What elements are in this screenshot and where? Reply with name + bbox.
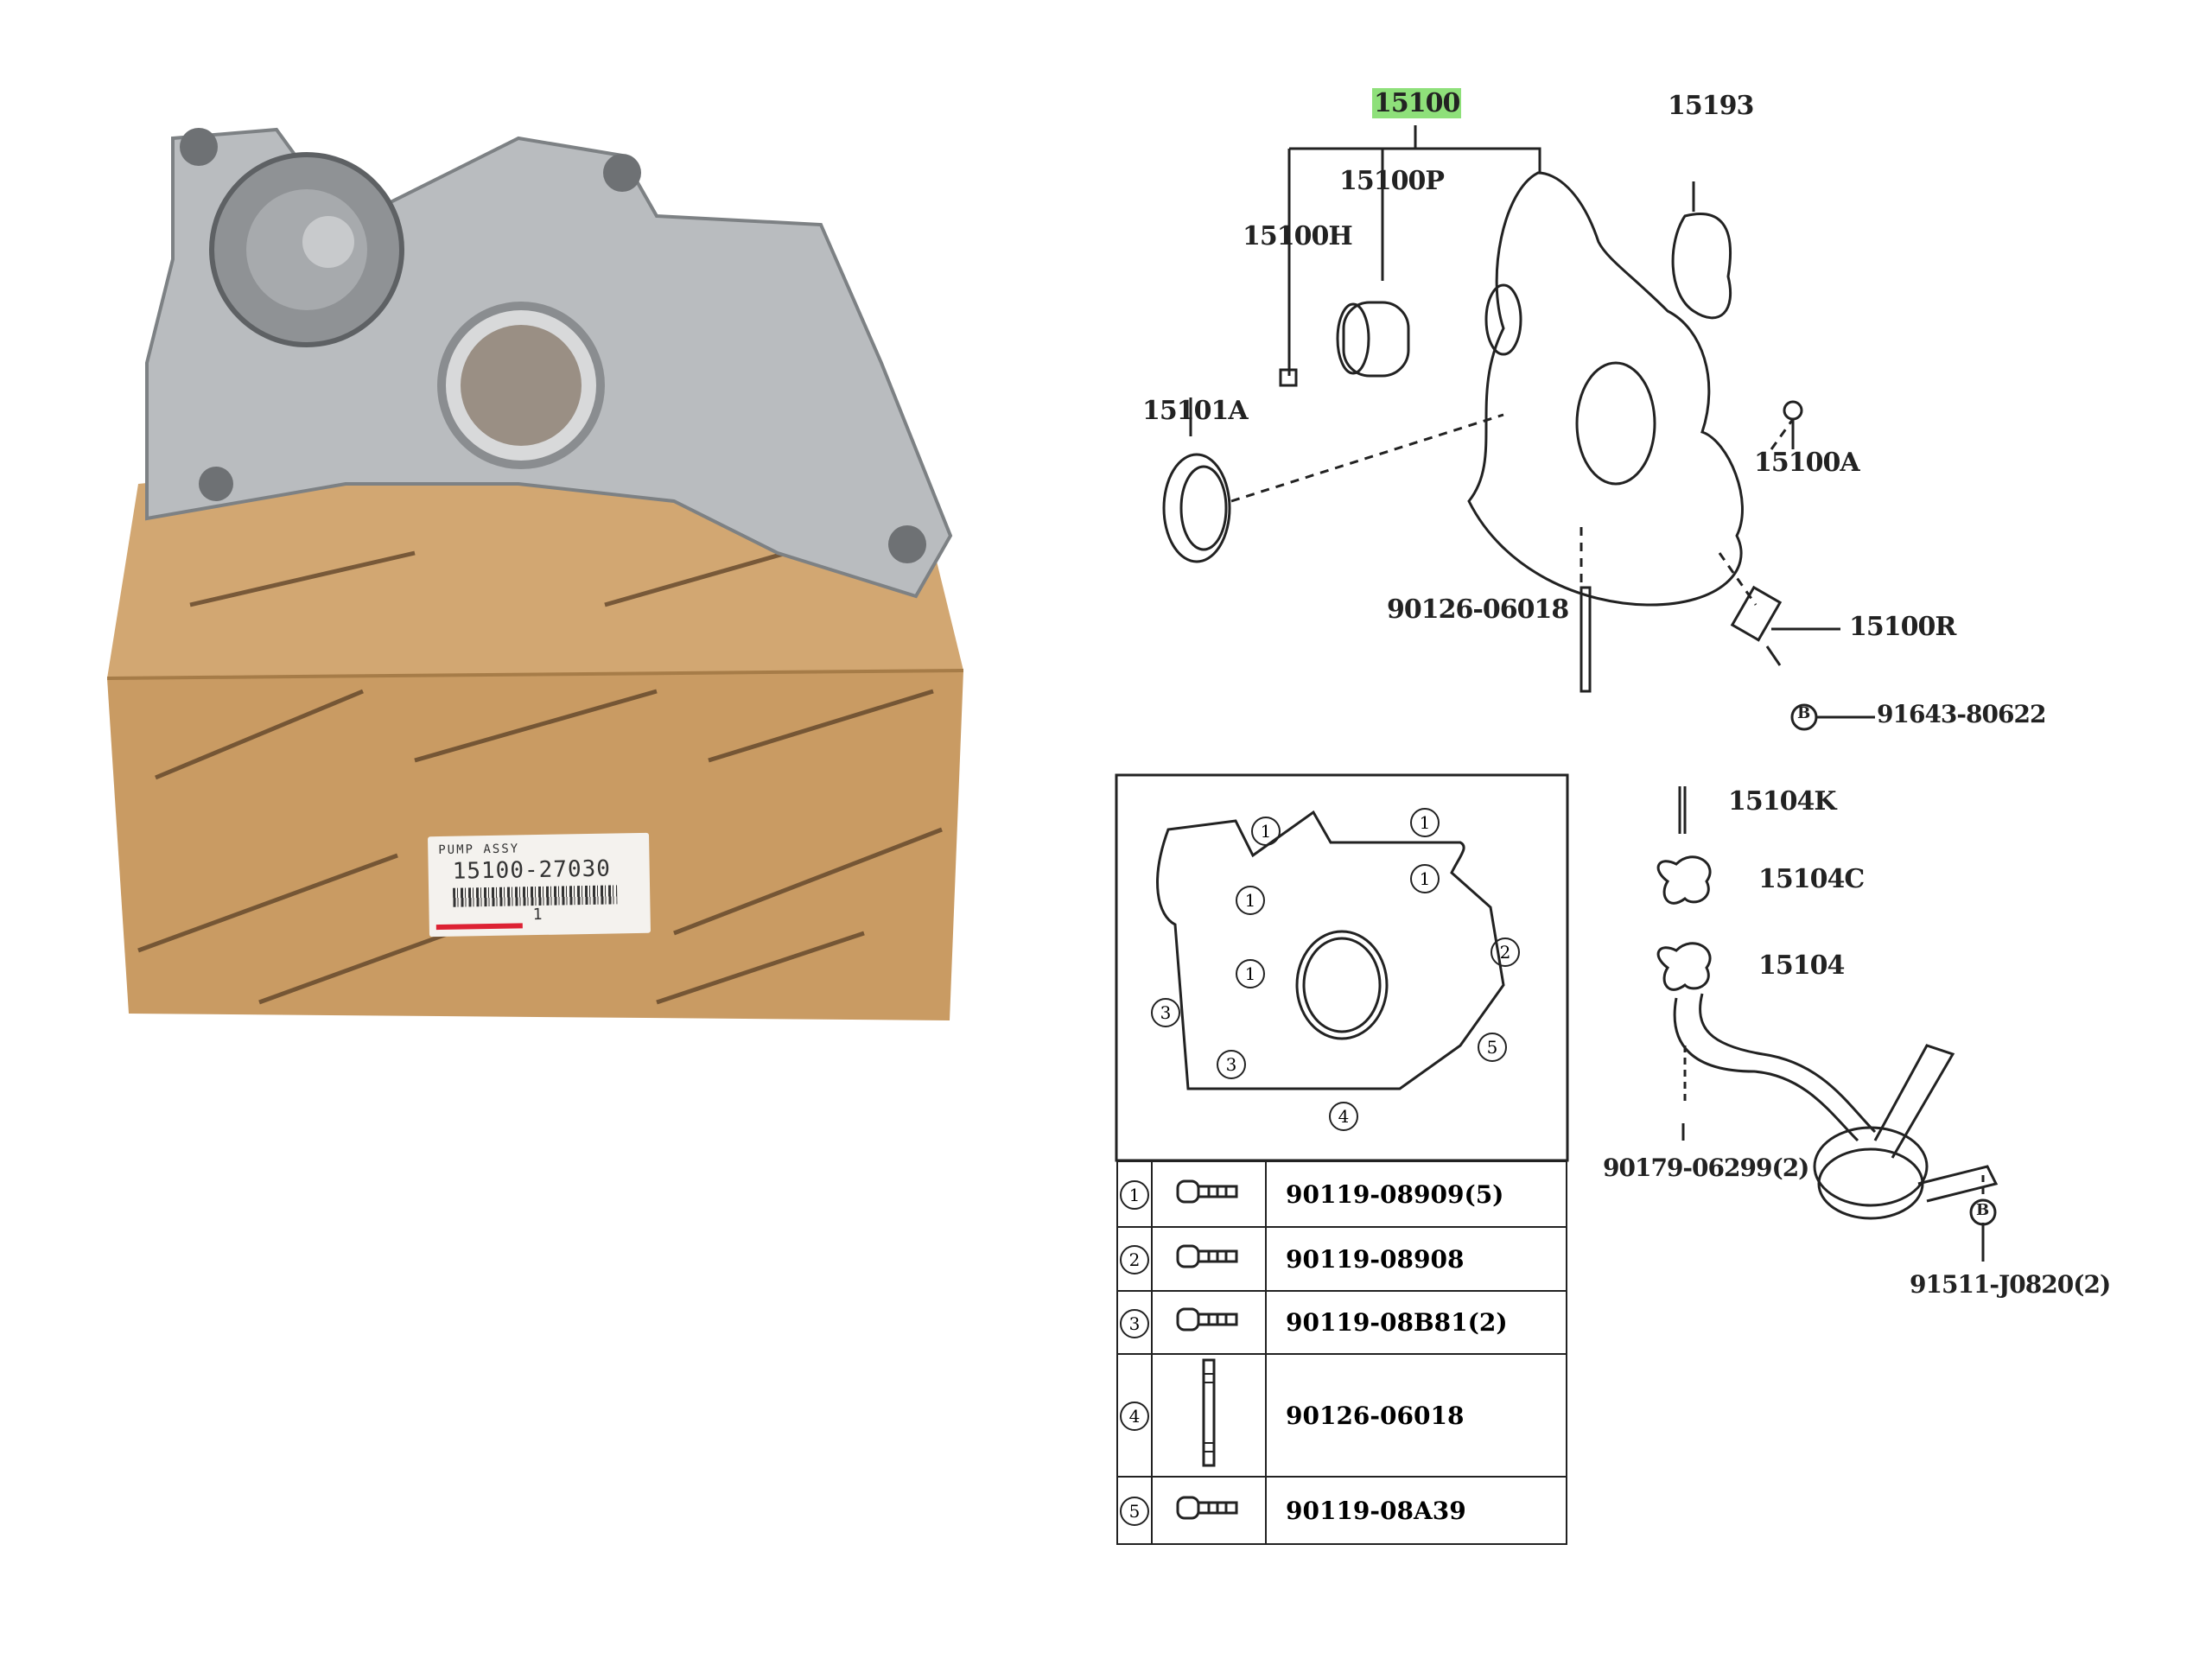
part-number[interactable]: 90119-08908 <box>1265 1226 1567 1292</box>
callout-15104k[interactable]: 15104K <box>1728 786 1836 817</box>
callout-91643-80622[interactable]: 91643-80622 <box>1877 700 2046 728</box>
bolt-legend-table: 1 90119-08909(5) 2 90119-08908 3 90119-0… <box>1116 1160 1567 1545</box>
table-row: 2 90119-08908 <box>1116 1226 1567 1292</box>
bolt-icon <box>1151 1160 1267 1228</box>
product-photo: PUMP ASSY 15100-27030 1 <box>0 0 1037 1123</box>
barcode <box>453 885 618 907</box>
callout-15100h[interactable]: 15100H <box>1243 221 1353 251</box>
table-row: 4 90126-06018 <box>1116 1353 1567 1478</box>
row-number: 2 <box>1120 1245 1149 1274</box>
callout-15101a[interactable]: 15101A <box>1142 396 1249 426</box>
part-number: 15100-27030 <box>452 855 612 885</box>
callout-15193[interactable]: 15193 <box>1668 91 1754 121</box>
bolt-icon <box>1151 1226 1267 1292</box>
inset-marker: 1 <box>1236 959 1265 988</box>
callout-15100[interactable]: 15100 <box>1372 88 1462 118</box>
inset-marker: 5 <box>1478 1033 1507 1062</box>
oil-pump-part <box>145 127 953 599</box>
inset-marker: 4 <box>1329 1102 1358 1131</box>
table-row: 1 90119-08909(5) <box>1116 1160 1567 1228</box>
parts-diagram: 15100 15193 15100P 15100H 15101A 15100A … <box>1097 52 2212 1607</box>
part-name: PUMP ASSY <box>438 842 520 858</box>
callout-90179-06299[interactable]: 90179-06299(2) <box>1603 1154 1809 1182</box>
brand-stripe <box>435 923 523 931</box>
part-number[interactable]: 90119-08909(5) <box>1265 1160 1567 1228</box>
bolt-icon <box>1151 1290 1267 1355</box>
diagram-linework <box>1115 125 1999 1262</box>
inset-marker: 1 <box>1410 864 1440 893</box>
inset-marker: 1 <box>1236 886 1265 915</box>
inset-marker: 1 <box>1410 808 1440 837</box>
ref-b-marker-top: B <box>1797 704 1810 722</box>
ref-b-marker-bottom: B <box>1976 1201 1989 1219</box>
row-number: 5 <box>1120 1497 1149 1526</box>
table-row: 5 90119-08A39 <box>1116 1476 1567 1545</box>
row-number: 1 <box>1120 1180 1149 1210</box>
callout-91511-j0820[interactable]: 91511-J0820(2) <box>1910 1270 2111 1299</box>
inset-marker: 3 <box>1217 1050 1246 1079</box>
table-row: 3 90119-08B81(2) <box>1116 1290 1567 1355</box>
part-label-sticker: PUMP ASSY 15100-27030 1 <box>428 832 651 938</box>
part-number[interactable]: 90126-06018 <box>1265 1353 1567 1478</box>
callout-15100p[interactable]: 15100P <box>1339 166 1445 196</box>
part-number[interactable]: 90119-08A39 <box>1265 1476 1567 1545</box>
row-number: 3 <box>1120 1308 1149 1338</box>
quantity: 1 <box>532 905 543 925</box>
callout-15100a[interactable]: 15100A <box>1754 448 1860 478</box>
inset-marker: 1 <box>1251 817 1281 846</box>
inset-marker: 2 <box>1491 938 1520 967</box>
callout-15104c[interactable]: 15104C <box>1758 864 1865 894</box>
callout-15104[interactable]: 15104 <box>1758 950 1845 981</box>
pump-and-box-illustration <box>106 127 964 1020</box>
row-number: 4 <box>1120 1402 1149 1431</box>
stud-icon <box>1151 1353 1267 1478</box>
callout-90126-06018[interactable]: 90126-06018 <box>1387 594 1569 625</box>
part-number[interactable]: 90119-08B81(2) <box>1265 1290 1567 1355</box>
callout-15100r[interactable]: 15100R <box>1849 612 1956 642</box>
inset-marker: 3 <box>1151 998 1180 1027</box>
bolt-icon <box>1151 1476 1267 1545</box>
